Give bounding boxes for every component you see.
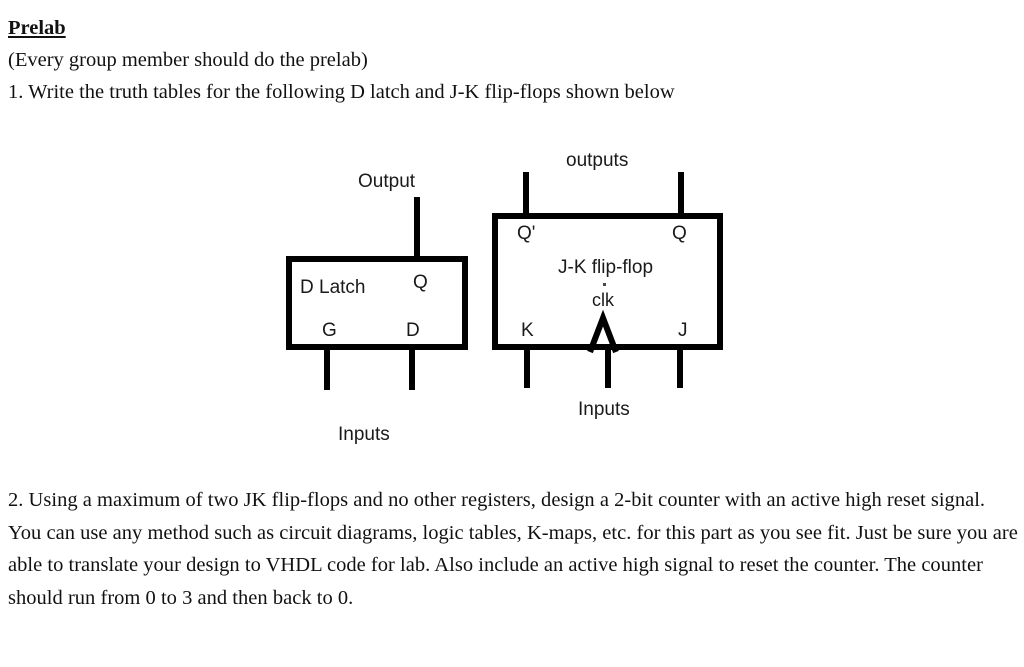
- jk-clk-input-lead: [605, 350, 611, 388]
- d-latch-g-input-lead: [324, 350, 330, 390]
- d-latch-d-label: D: [406, 320, 420, 341]
- jk-clk-label: clk: [592, 290, 614, 310]
- jk-j-label: J: [678, 320, 688, 341]
- jk-q-not-output-lead: [523, 172, 529, 216]
- d-latch-box: [286, 256, 468, 350]
- jk-q-output-lead: [678, 172, 684, 216]
- d-latch-q-label: Q: [413, 272, 428, 293]
- jk-inputs-label: Inputs: [578, 399, 630, 420]
- jk-k-input-lead: [524, 350, 530, 388]
- jk-j-input-lead: [677, 350, 683, 388]
- jk-flip-flop-name-label: J-K flip-flop: [558, 257, 654, 278]
- d-latch-g-label: G: [322, 320, 337, 341]
- page-title: Prelab: [8, 17, 66, 39]
- question-one-text: 1. Write the truth tables for the follow…: [8, 81, 675, 103]
- jk-q-not-label: Q': [517, 223, 536, 244]
- circuit-diagram-figure: Output D Latch Q G D Inputs outputs Q' Q…: [286, 150, 723, 445]
- d-latch-d-input-lead: [409, 350, 415, 390]
- question-two-text: 2. Using a maximum of two JK flip-flops …: [8, 489, 1018, 609]
- clk-edge-triangle-icon: [587, 309, 619, 354]
- d-latch-output-lead: [414, 197, 420, 259]
- stray-dot-artifact: [603, 283, 606, 286]
- d-latch-output-label: Output: [358, 171, 416, 192]
- d-latch-inputs-label: Inputs: [338, 424, 390, 445]
- jk-k-label: K: [521, 320, 534, 341]
- jk-outputs-label: outputs: [566, 150, 629, 171]
- prelab-subtitle: (Every group member should do the prelab…: [8, 49, 368, 71]
- jk-q-label: Q: [672, 223, 687, 244]
- d-latch-name-label: D Latch: [300, 277, 366, 298]
